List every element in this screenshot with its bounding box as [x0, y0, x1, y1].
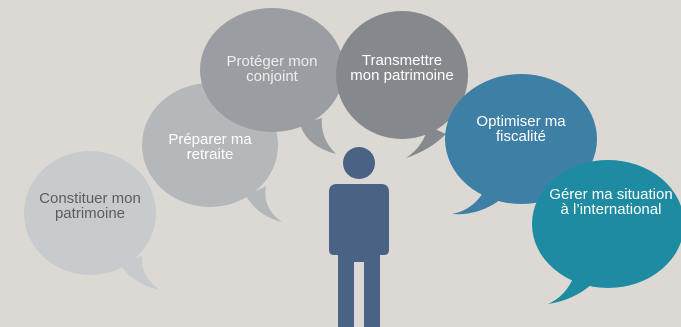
speech-bubble-optimiser — [445, 74, 597, 215]
bubble-label-gerer: Gérer ma situation à l’international — [549, 186, 673, 218]
speech-bubble-transmettre — [336, 11, 468, 158]
bubble-label-preparer: Préparer ma retraite — [168, 131, 252, 163]
bubble-label-proteger: Protéger mon conjoint — [226, 53, 318, 85]
bubble-label-optimiser: Optimiser ma fiscalité — [476, 113, 566, 145]
person-icon — [329, 147, 389, 327]
speech-bubble-proteger — [200, 8, 344, 154]
speech-bubble-constituer — [24, 151, 160, 290]
bubble-label-transmettre: Transmettre mon patrimoine — [350, 52, 454, 84]
bubble-label-constituer: Constituer mon patrimoine — [39, 190, 141, 222]
speech-bubble-gerer — [532, 160, 681, 304]
